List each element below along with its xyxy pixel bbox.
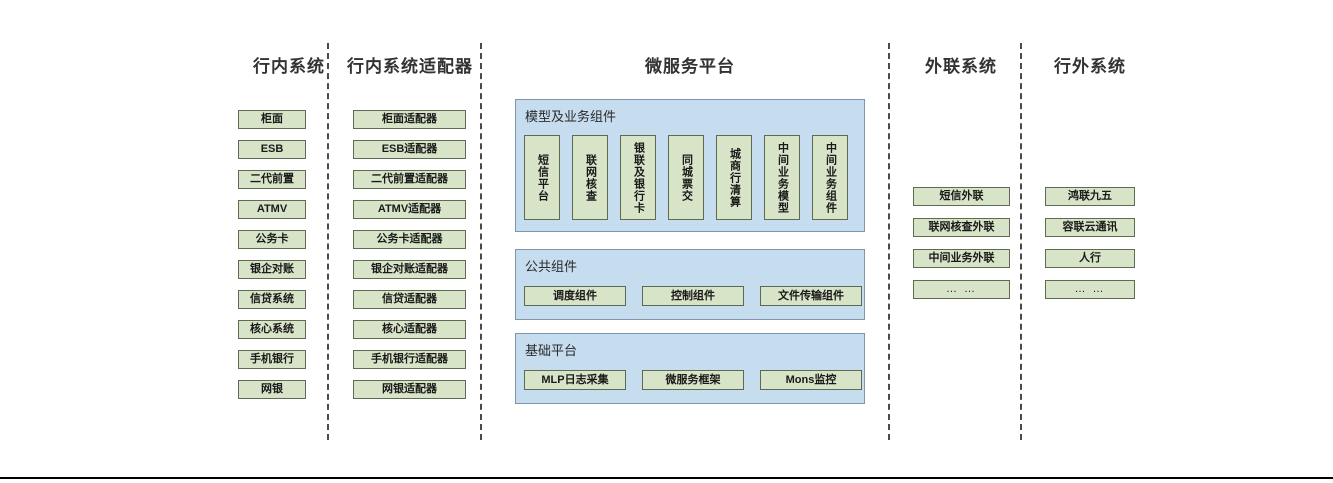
panel-label-base: 基础平台: [525, 343, 578, 358]
column-divider-1: [327, 43, 329, 440]
node-adapter-4[interactable]: ATMV适配器: [353, 200, 466, 219]
column-title-inbank: 行内系统: [253, 57, 325, 76]
node-inbank-4[interactable]: ATMV: [238, 200, 306, 219]
panel-label-model: 模型及业务组件: [525, 109, 617, 124]
node-external_link-3[interactable]: 中间业务外联: [913, 249, 1010, 268]
node-common-2[interactable]: 控制组件: [642, 286, 744, 306]
node-model-2[interactable]: 联网核查: [572, 135, 608, 220]
node-inbank-9[interactable]: 手机银行: [238, 350, 306, 369]
node-adapter-2[interactable]: ESB适配器: [353, 140, 466, 159]
node-inbank-3[interactable]: 二代前置: [238, 170, 306, 189]
bottom-rule: [0, 477, 1333, 479]
node-inbank-2[interactable]: ESB: [238, 140, 306, 159]
node-inbank-8[interactable]: 核心系统: [238, 320, 306, 339]
node-adapter-5[interactable]: 公务卡适配器: [353, 230, 466, 249]
column-title-outbank: 行外系统: [1054, 57, 1126, 76]
node-external_link-4[interactable]: … …: [913, 280, 1010, 299]
node-adapter-8[interactable]: 核心适配器: [353, 320, 466, 339]
node-base-1[interactable]: MLP日志采集: [524, 370, 626, 390]
node-external_link-2[interactable]: 联网核查外联: [913, 218, 1010, 237]
node-base-3[interactable]: Mons监控: [760, 370, 862, 390]
node-outbank-4[interactable]: … …: [1045, 280, 1135, 299]
node-common-3[interactable]: 文件传输组件: [760, 286, 862, 306]
column-title-platform: 微服务平台: [645, 57, 735, 76]
node-outbank-1[interactable]: 鸿联九五: [1045, 187, 1135, 206]
node-model-5[interactable]: 城商行清算: [716, 135, 752, 220]
node-model-7[interactable]: 中间业务组件: [812, 135, 848, 220]
node-inbank-5[interactable]: 公务卡: [238, 230, 306, 249]
column-divider-4: [1020, 43, 1022, 440]
panel-base: [515, 333, 865, 404]
node-adapter-1[interactable]: 柜面适配器: [353, 110, 466, 129]
node-inbank-7[interactable]: 信贷系统: [238, 290, 306, 309]
node-adapter-3[interactable]: 二代前置适配器: [353, 170, 466, 189]
node-external_link-1[interactable]: 短信外联: [913, 187, 1010, 206]
node-base-2[interactable]: 微服务框架: [642, 370, 744, 390]
column-title-external_link: 外联系统: [925, 57, 997, 76]
column-divider-3: [888, 43, 890, 440]
node-adapter-9[interactable]: 手机银行适配器: [353, 350, 466, 369]
node-inbank-10[interactable]: 网银: [238, 380, 306, 399]
column-divider-2: [480, 43, 482, 440]
node-model-6[interactable]: 中间业务模型: [764, 135, 800, 220]
node-outbank-3[interactable]: 人行: [1045, 249, 1135, 268]
node-adapter-10[interactable]: 网银适配器: [353, 380, 466, 399]
node-model-4[interactable]: 同城票交: [668, 135, 704, 220]
node-model-3[interactable]: 银联及银行卡: [620, 135, 656, 220]
node-adapter-7[interactable]: 信贷适配器: [353, 290, 466, 309]
panel-label-common: 公共组件: [525, 259, 578, 274]
panel-common: [515, 249, 865, 320]
node-adapter-6[interactable]: 银企对账适配器: [353, 260, 466, 279]
node-inbank-6[interactable]: 银企对账: [238, 260, 306, 279]
node-inbank-1[interactable]: 柜面: [238, 110, 306, 129]
column-title-adapter: 行内系统适配器: [347, 57, 473, 76]
node-outbank-2[interactable]: 容联云通讯: [1045, 218, 1135, 237]
node-model-1[interactable]: 短信平台: [524, 135, 560, 220]
node-common-1[interactable]: 调度组件: [524, 286, 626, 306]
